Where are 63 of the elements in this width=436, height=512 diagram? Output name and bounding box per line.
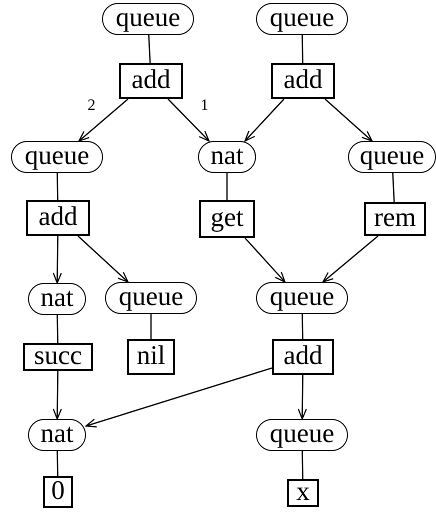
connector-line: [56, 314, 58, 344]
operation-box: [119, 63, 183, 99]
connector-line: [56, 450, 58, 476]
operation-box: [272, 339, 334, 375]
operation-box: [199, 200, 255, 238]
sort-node: [198, 141, 256, 173]
node-label: add: [284, 342, 322, 372]
connector-line: [392, 172, 395, 202]
node-label: queue: [270, 420, 334, 450]
connector-line: [148, 34, 151, 64]
sort-node: [348, 141, 436, 173]
connector-line: [226, 173, 228, 200]
edge-label: 1: [200, 98, 208, 114]
connector-line: [150, 314, 152, 339]
connector-line: [302, 314, 304, 340]
operation-box: [23, 343, 93, 371]
sort-node: [28, 283, 86, 315]
node-label: nat: [40, 420, 74, 450]
node-label: add: [38, 203, 78, 233]
connector-line: [302, 35, 304, 64]
node-label: 0: [51, 477, 65, 507]
sort-node: [256, 3, 348, 35]
connector-line: [56, 172, 58, 200]
edge-label: 2: [88, 98, 96, 114]
node-label: x: [296, 478, 310, 508]
operation-box: [364, 202, 426, 236]
node-label: nil: [136, 342, 166, 372]
node-label: queue: [270, 4, 334, 34]
operation-box: [287, 479, 319, 507]
node-label: rem: [374, 204, 416, 234]
node-label: succ: [34, 342, 82, 372]
operation-box: [43, 476, 73, 508]
node-label: queue: [270, 283, 334, 313]
arrow: [85, 367, 272, 428]
node-label: queue: [116, 4, 180, 34]
arrow: [78, 98, 128, 142]
arrow: [52, 371, 62, 420]
node-label: add: [284, 66, 322, 96]
node-label: nat: [40, 284, 74, 314]
operation-box: [26, 200, 90, 236]
node-label: get: [210, 204, 244, 234]
sort-node: [105, 282, 197, 314]
arrow: [244, 98, 284, 142]
operation-box: [127, 339, 175, 375]
sort-node: [102, 3, 194, 35]
arrow: [52, 236, 62, 284]
sort-node: [256, 419, 348, 451]
sort-node: [11, 141, 103, 173]
node-label: add: [132, 66, 170, 96]
operation-box: [271, 63, 335, 99]
node-label: queue: [118, 283, 184, 313]
arrow: [322, 236, 378, 283]
node-label: queue: [360, 142, 424, 172]
sort-node: [256, 282, 348, 314]
arrow: [298, 375, 307, 420]
arrow: [78, 236, 129, 283]
node-label: nat: [210, 142, 244, 172]
connector-line: [302, 450, 304, 480]
arrow: [168, 98, 210, 142]
sort-node: [28, 419, 86, 451]
arrow: [324, 98, 373, 142]
node-label: queue: [24, 142, 90, 172]
arrow: [244, 238, 286, 283]
